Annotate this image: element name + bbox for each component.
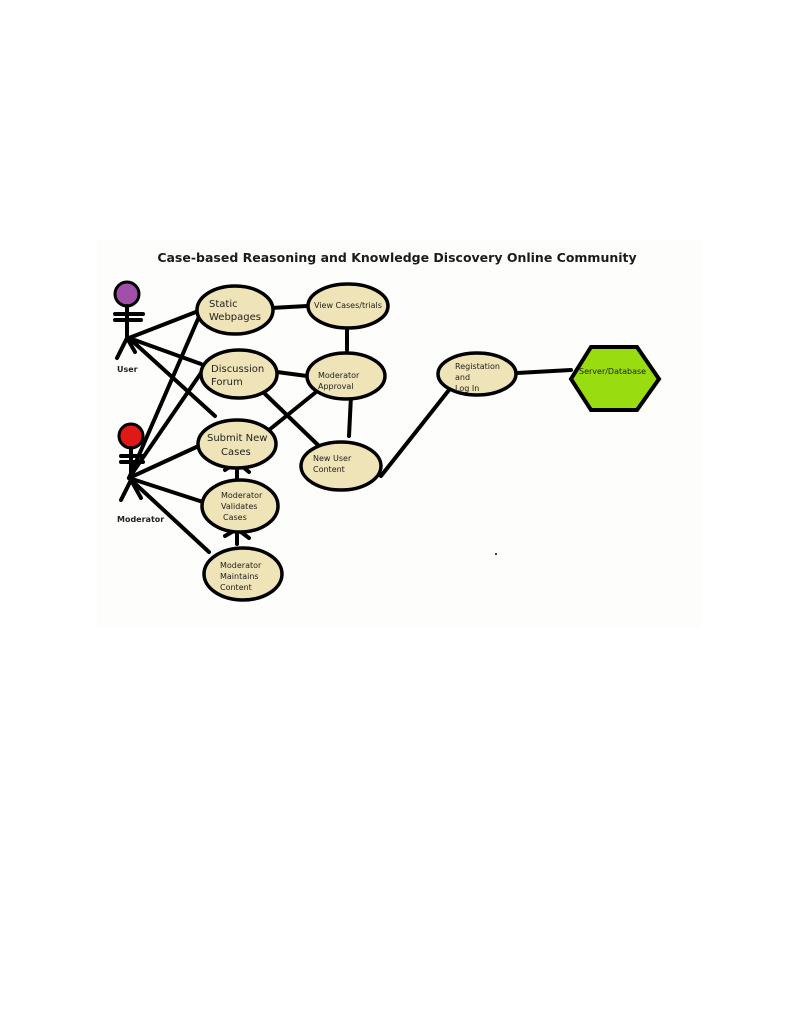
use-case-static-line-2: Webpages <box>209 312 261 323</box>
actor-user-label: User <box>117 365 138 374</box>
actor-moderator-label: Moderator <box>117 515 164 524</box>
use-case-maintains-line-3: Content <box>220 583 252 592</box>
use-case-validates-line-3: Cases <box>223 513 247 522</box>
use-case-maintains-line-2: Maintains <box>220 572 259 581</box>
use-case-moderator-approval: Moderator Approval <box>305 351 387 401</box>
use-case-static-webpages: Static Webpages <box>195 284 275 336</box>
use-case-moderator-maintains-shape <box>202 546 284 602</box>
use-case-maintains-line-1: Moderator <box>220 561 262 570</box>
use-case-validates-line-1: Moderator <box>221 491 263 500</box>
use-case-submit-new-cases: Submit New Cases <box>196 418 278 470</box>
use-case-new-user-content: New User Content <box>299 440 383 492</box>
use-case-approval-line-1: Moderator <box>318 371 360 380</box>
use-case-view-line-1: View Cases/trials <box>314 301 382 310</box>
use-case-new-user-content-shape <box>299 440 383 492</box>
actor-moderator-head <box>117 422 145 450</box>
use-case-registration-shape <box>436 351 518 397</box>
use-case-discussion-forum: Discussion Forum <box>199 348 279 400</box>
use-case-discussion-forum-shape <box>199 348 279 400</box>
use-case-newcontent-line-1: New User <box>313 454 352 463</box>
use-case-discussion-line-2: Forum <box>211 377 243 388</box>
use-case-diagram: User Moderator Static Webpages View Case… <box>113 280 662 602</box>
connector-moderator-static <box>127 310 203 480</box>
connector-moderator-submit <box>127 442 205 480</box>
use-case-moderator-approval-shape <box>305 351 387 401</box>
connector-user-discussion <box>127 336 203 366</box>
use-case-moderator-validates: Moderator Validates Cases <box>200 478 280 534</box>
connector-moderator-maintains <box>127 476 211 554</box>
diagram-panel: User Moderator Static Webpages View Case… <box>97 240 701 628</box>
use-case-submit-line-1: Submit New <box>207 433 267 444</box>
use-case-registration: Registation and Log In <box>436 351 518 397</box>
diagram-title: Case-based Reasoning and Knowledge Disco… <box>157 250 637 265</box>
server-database-label: Server/Database <box>579 367 646 376</box>
use-case-registration-line-2: and <box>455 373 470 382</box>
system-server-database: Server/Database <box>568 345 662 412</box>
connector-newcontent-registration <box>379 388 451 478</box>
use-case-submit-new-cases-shape <box>196 418 278 470</box>
use-case-registration-line-3: Log In <box>455 384 479 393</box>
actor-user: User <box>113 280 145 374</box>
use-case-registration-line-1: Registation <box>455 362 500 371</box>
use-case-submit-line-2: Cases <box>221 447 251 458</box>
use-case-view-cases-shape <box>306 282 390 330</box>
connector-submit-approval <box>267 386 323 432</box>
actor-user-head <box>113 280 141 308</box>
connectors <box>127 304 573 554</box>
server-database-hexagon <box>568 345 662 412</box>
connector-discussion-newcontent <box>259 388 321 448</box>
connector-discussion-approval <box>275 370 309 378</box>
use-case-newcontent-line-2: Content <box>313 465 345 474</box>
actor-moderator: Moderator <box>117 422 164 524</box>
stray-dot <box>495 553 497 555</box>
connector-user-static <box>127 308 203 340</box>
connector-approval-newcontent <box>347 394 353 438</box>
connector-moderator-validates <box>127 476 205 504</box>
use-case-view-cases: View Cases/trials <box>306 282 390 330</box>
use-case-static-webpages-shape <box>195 284 275 336</box>
use-case-static-line-1: Static <box>209 299 238 310</box>
use-case-moderator-maintains: Moderator Maintains Content <box>202 546 284 602</box>
connector-registration-server <box>515 368 573 375</box>
use-case-approval-line-2: Approval <box>318 382 354 391</box>
use-case-validates-line-2: Validates <box>221 502 257 511</box>
use-case-moderator-validates-shape <box>200 478 280 534</box>
use-case-discussion-line-1: Discussion <box>211 364 264 375</box>
connector-static-view <box>269 304 309 310</box>
